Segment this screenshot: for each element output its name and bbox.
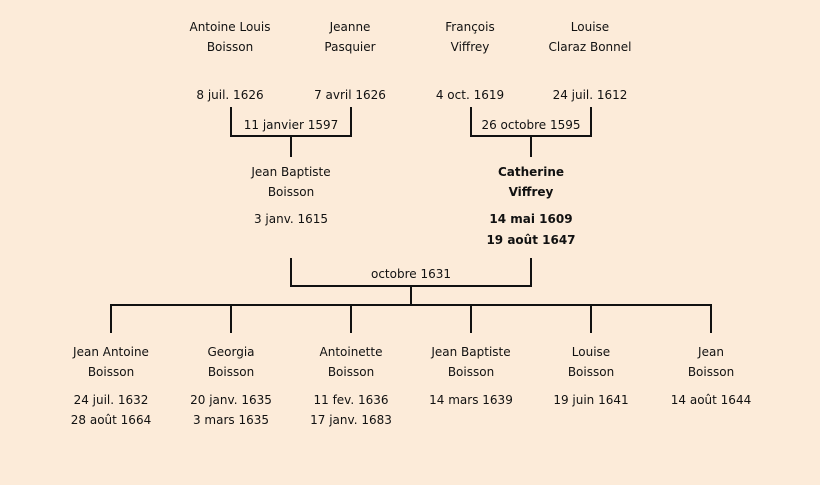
connector-line: [530, 135, 532, 157]
person-surname: Pasquier: [324, 40, 376, 54]
birth-date: 11 fev. 1636: [313, 393, 389, 407]
person-surname: Boisson: [567, 365, 615, 379]
person-name: Jean Baptiste: [251, 165, 331, 179]
connector-line: [710, 304, 712, 333]
person-name: Jeanne: [329, 20, 371, 34]
birth-date: 14 mars 1639: [429, 393, 513, 407]
person-surname: Boisson: [207, 365, 255, 379]
person-name: Antoinette: [319, 345, 383, 359]
birth-date: 19 juin 1641: [553, 393, 629, 407]
birth-date: 14 août 1644: [670, 393, 752, 407]
death-date: 3 mars 1635: [192, 413, 270, 427]
person-date: 8 juil. 1626: [196, 88, 264, 102]
connector-line: [350, 107, 352, 137]
person-name: Catherine: [497, 165, 565, 179]
person-surname: Boisson: [447, 365, 495, 379]
person-date: 4 oct. 1619: [435, 88, 505, 102]
connector-line: [110, 304, 112, 333]
connector-line: [410, 285, 412, 306]
connector-line: [590, 304, 592, 333]
death-date: 17 janv. 1683: [310, 413, 392, 427]
connector-line: [230, 107, 232, 137]
person-surname: Boisson: [87, 365, 135, 379]
connector-line: [350, 304, 352, 333]
person-surname: Viffrey: [450, 40, 490, 54]
birth-date: 3 janv. 1615: [253, 212, 329, 226]
person-surname: Boisson: [327, 365, 375, 379]
connector-line: [290, 258, 292, 287]
birth-date: 14 mai 1609: [489, 212, 573, 226]
person-surname: Boisson: [687, 365, 735, 379]
connector-line: [110, 304, 712, 306]
birth-date: 20 janv. 1635: [190, 393, 272, 407]
connector-line: [230, 304, 232, 333]
person-name: Jean Antoine: [73, 345, 149, 359]
person-name: Jean: [698, 345, 724, 359]
person-name: Louise: [571, 345, 611, 359]
person-surname: Viffrey: [508, 185, 554, 199]
marriage-date-maternal: 26 octobre 1595: [481, 118, 581, 132]
death-date: 28 août 1664: [70, 413, 152, 427]
person-surname: Boisson: [267, 185, 315, 199]
birth-date: 24 juil. 1632: [73, 393, 149, 407]
connector-line: [290, 135, 292, 157]
person-date: 24 juil. 1612: [552, 88, 628, 102]
person-name: François: [445, 20, 495, 34]
person-name: Antoine Louis: [189, 20, 271, 34]
person-name: Georgia: [207, 345, 255, 359]
person-surname: Boisson: [206, 40, 254, 54]
marriage-date-parents: octobre 1631: [370, 267, 451, 281]
death-date: 19 août 1647: [486, 233, 576, 247]
marriage-date-paternal: 11 janvier 1597: [243, 118, 339, 132]
connector-line: [470, 107, 472, 137]
connector-line: [590, 107, 592, 137]
person-name: Jean Baptiste: [431, 345, 511, 359]
person-date: 7 avril 1626: [314, 88, 386, 102]
person-name: Louise: [570, 20, 610, 34]
connector-line: [530, 258, 532, 287]
connector-line: [470, 304, 472, 333]
person-surname: Claraz Bonnel: [548, 40, 632, 54]
